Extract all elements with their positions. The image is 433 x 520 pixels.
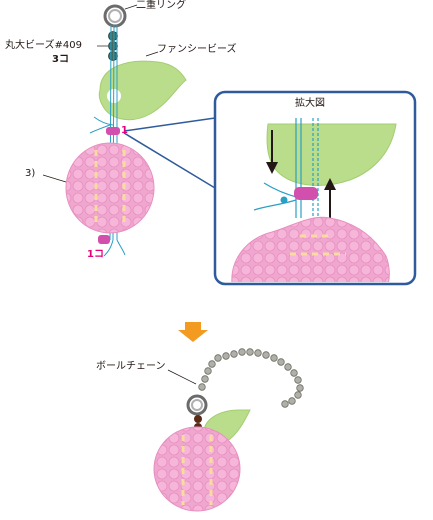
zoom-title: 拡大図 [295, 98, 325, 109]
finished-ring-icon [186, 394, 208, 416]
double-ring-icon [103, 4, 127, 28]
ball-chain-label: ボールチェーン [96, 361, 166, 372]
cotton-ball-label: 3) [25, 168, 36, 179]
zoom-cotton-ball-icon [231, 216, 390, 282]
callout-line-bottom [123, 132, 216, 189]
round-beads-count-label: 3コ [52, 54, 69, 65]
fancy-bead-label: ファンシービーズ [157, 44, 237, 55]
callout-line-top [123, 117, 216, 132]
bottom-bead-icon [98, 235, 110, 244]
fancy-leaf-bead-icon [98, 60, 187, 121]
zoom-magenta-bead-icon [294, 187, 318, 200]
round-beads-icon [108, 31, 118, 61]
bottom-count-label: 1コ [87, 249, 104, 260]
zoom-leaf-icon [266, 123, 397, 186]
step-1-label: 1 [121, 125, 128, 136]
round-beads-label: 丸大ビーズ#409 [5, 40, 82, 51]
magenta-bead-icon [106, 127, 120, 135]
ball-chain-icon [198, 348, 304, 408]
double-ring-label: 二重リング [136, 0, 186, 11]
finished-cotton-ball-icon [153, 426, 241, 512]
finished-charm [153, 348, 304, 512]
top-assembly [42, 4, 187, 257]
orange-down-arrow-icon [178, 322, 208, 342]
cotton-ball-icon [65, 142, 155, 234]
zoom-panel [213, 90, 417, 286]
